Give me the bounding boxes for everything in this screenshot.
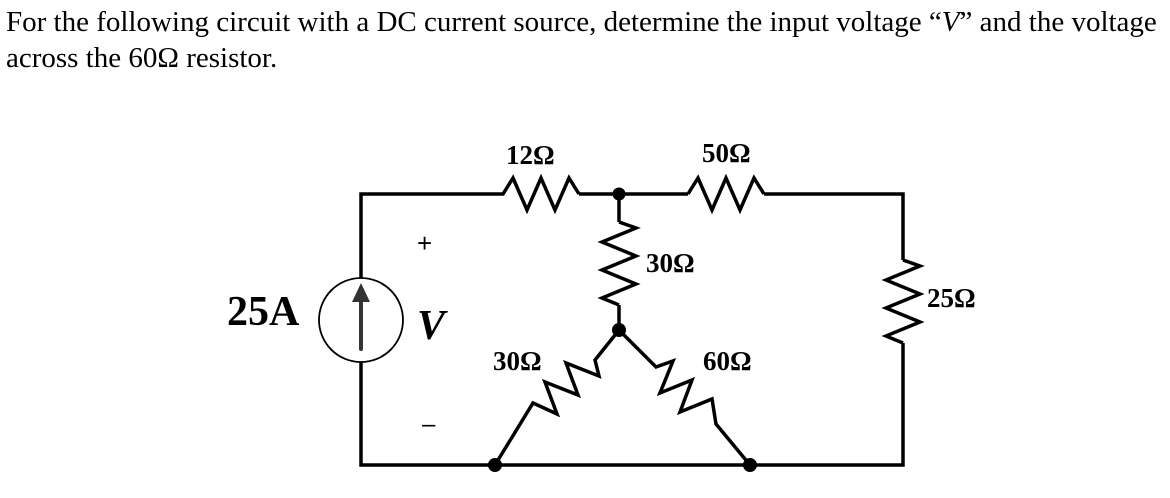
wire-right-bottom <box>359 343 905 467</box>
label-30-ohm-vertical: 30Ω <box>646 248 695 278</box>
question-part-2: ” and the voltage across the 60Ω resisto… <box>6 6 1157 74</box>
resistor-60-ohm <box>617 328 752 467</box>
resistor-30-ohm-vertical <box>597 220 641 307</box>
label-voltage-v: V <box>417 303 448 349</box>
arrow-up-icon <box>352 283 370 302</box>
label-plus: + <box>417 228 432 258</box>
label-60-ohm: 60Ω <box>703 346 752 376</box>
node-bottom-left <box>488 458 502 472</box>
wire-left-top <box>359 192 493 278</box>
node-center <box>612 323 626 337</box>
question-text: For the following circuit with a DC curr… <box>6 4 1170 76</box>
voltage-variable: V <box>941 6 960 38</box>
resistor-50-ohm <box>686 173 766 215</box>
question-part-1: For the following circuit with a DC curr… <box>6 6 942 38</box>
node-top <box>612 187 626 201</box>
resistor-30-ohm-diagonal <box>493 328 621 466</box>
label-50-ohm: 50Ω <box>702 138 751 168</box>
resistor-12-ohm <box>493 173 581 215</box>
label-30-ohm-diagonal: 30Ω <box>493 346 542 376</box>
label-minus: – <box>422 411 436 438</box>
node-bottom-right <box>743 458 757 472</box>
label-25-ohm: 25Ω <box>927 283 976 313</box>
label-current-source: 25A <box>227 289 300 335</box>
resistor-25-ohm <box>881 258 925 345</box>
label-12-ohm: 12Ω <box>506 140 555 170</box>
wire-top-right <box>764 192 905 260</box>
